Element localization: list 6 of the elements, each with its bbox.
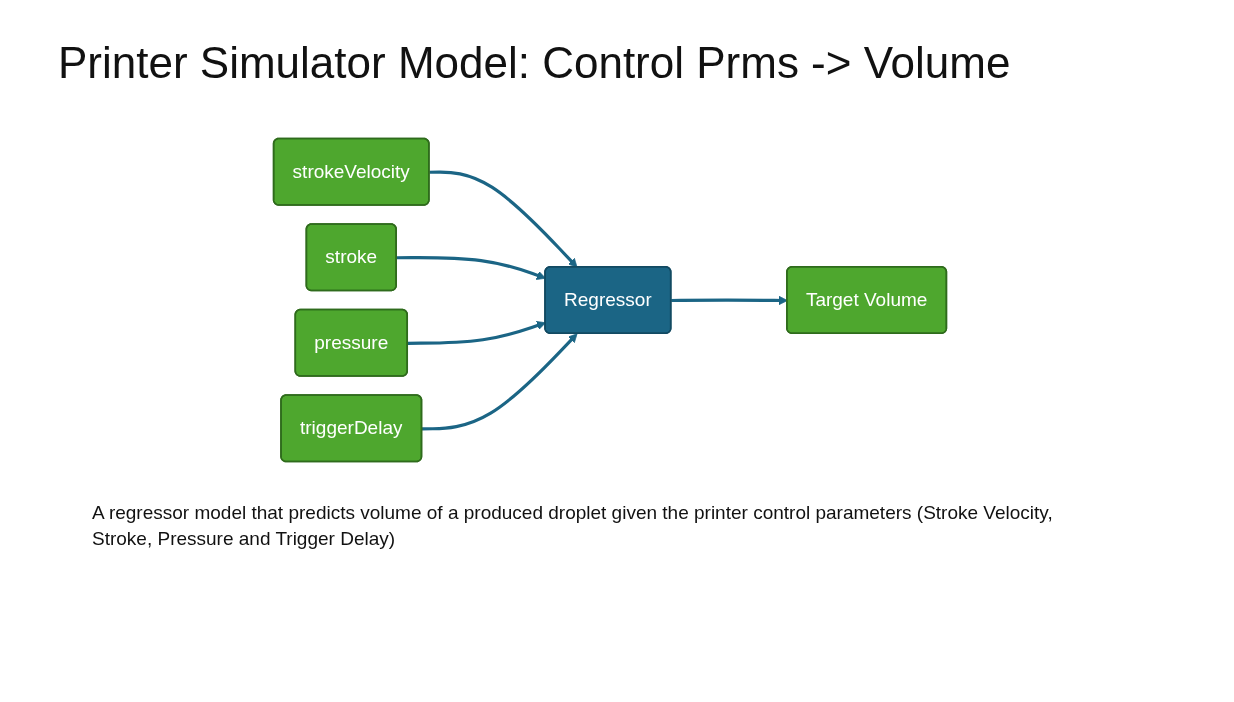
arrow (429, 170, 578, 268)
arrow (407, 321, 546, 345)
arrow (422, 333, 578, 431)
caption-text: A regressor model that predicts volume of a produced droplet given the printer control parameters (Stroke Velocity, Stroke, Pressure and Trigger Delay) (92, 501, 1054, 551)
arrow (396, 256, 546, 280)
slide-title: Printer Simulator Model: Control Prms -> Volume (58, 38, 1011, 88)
